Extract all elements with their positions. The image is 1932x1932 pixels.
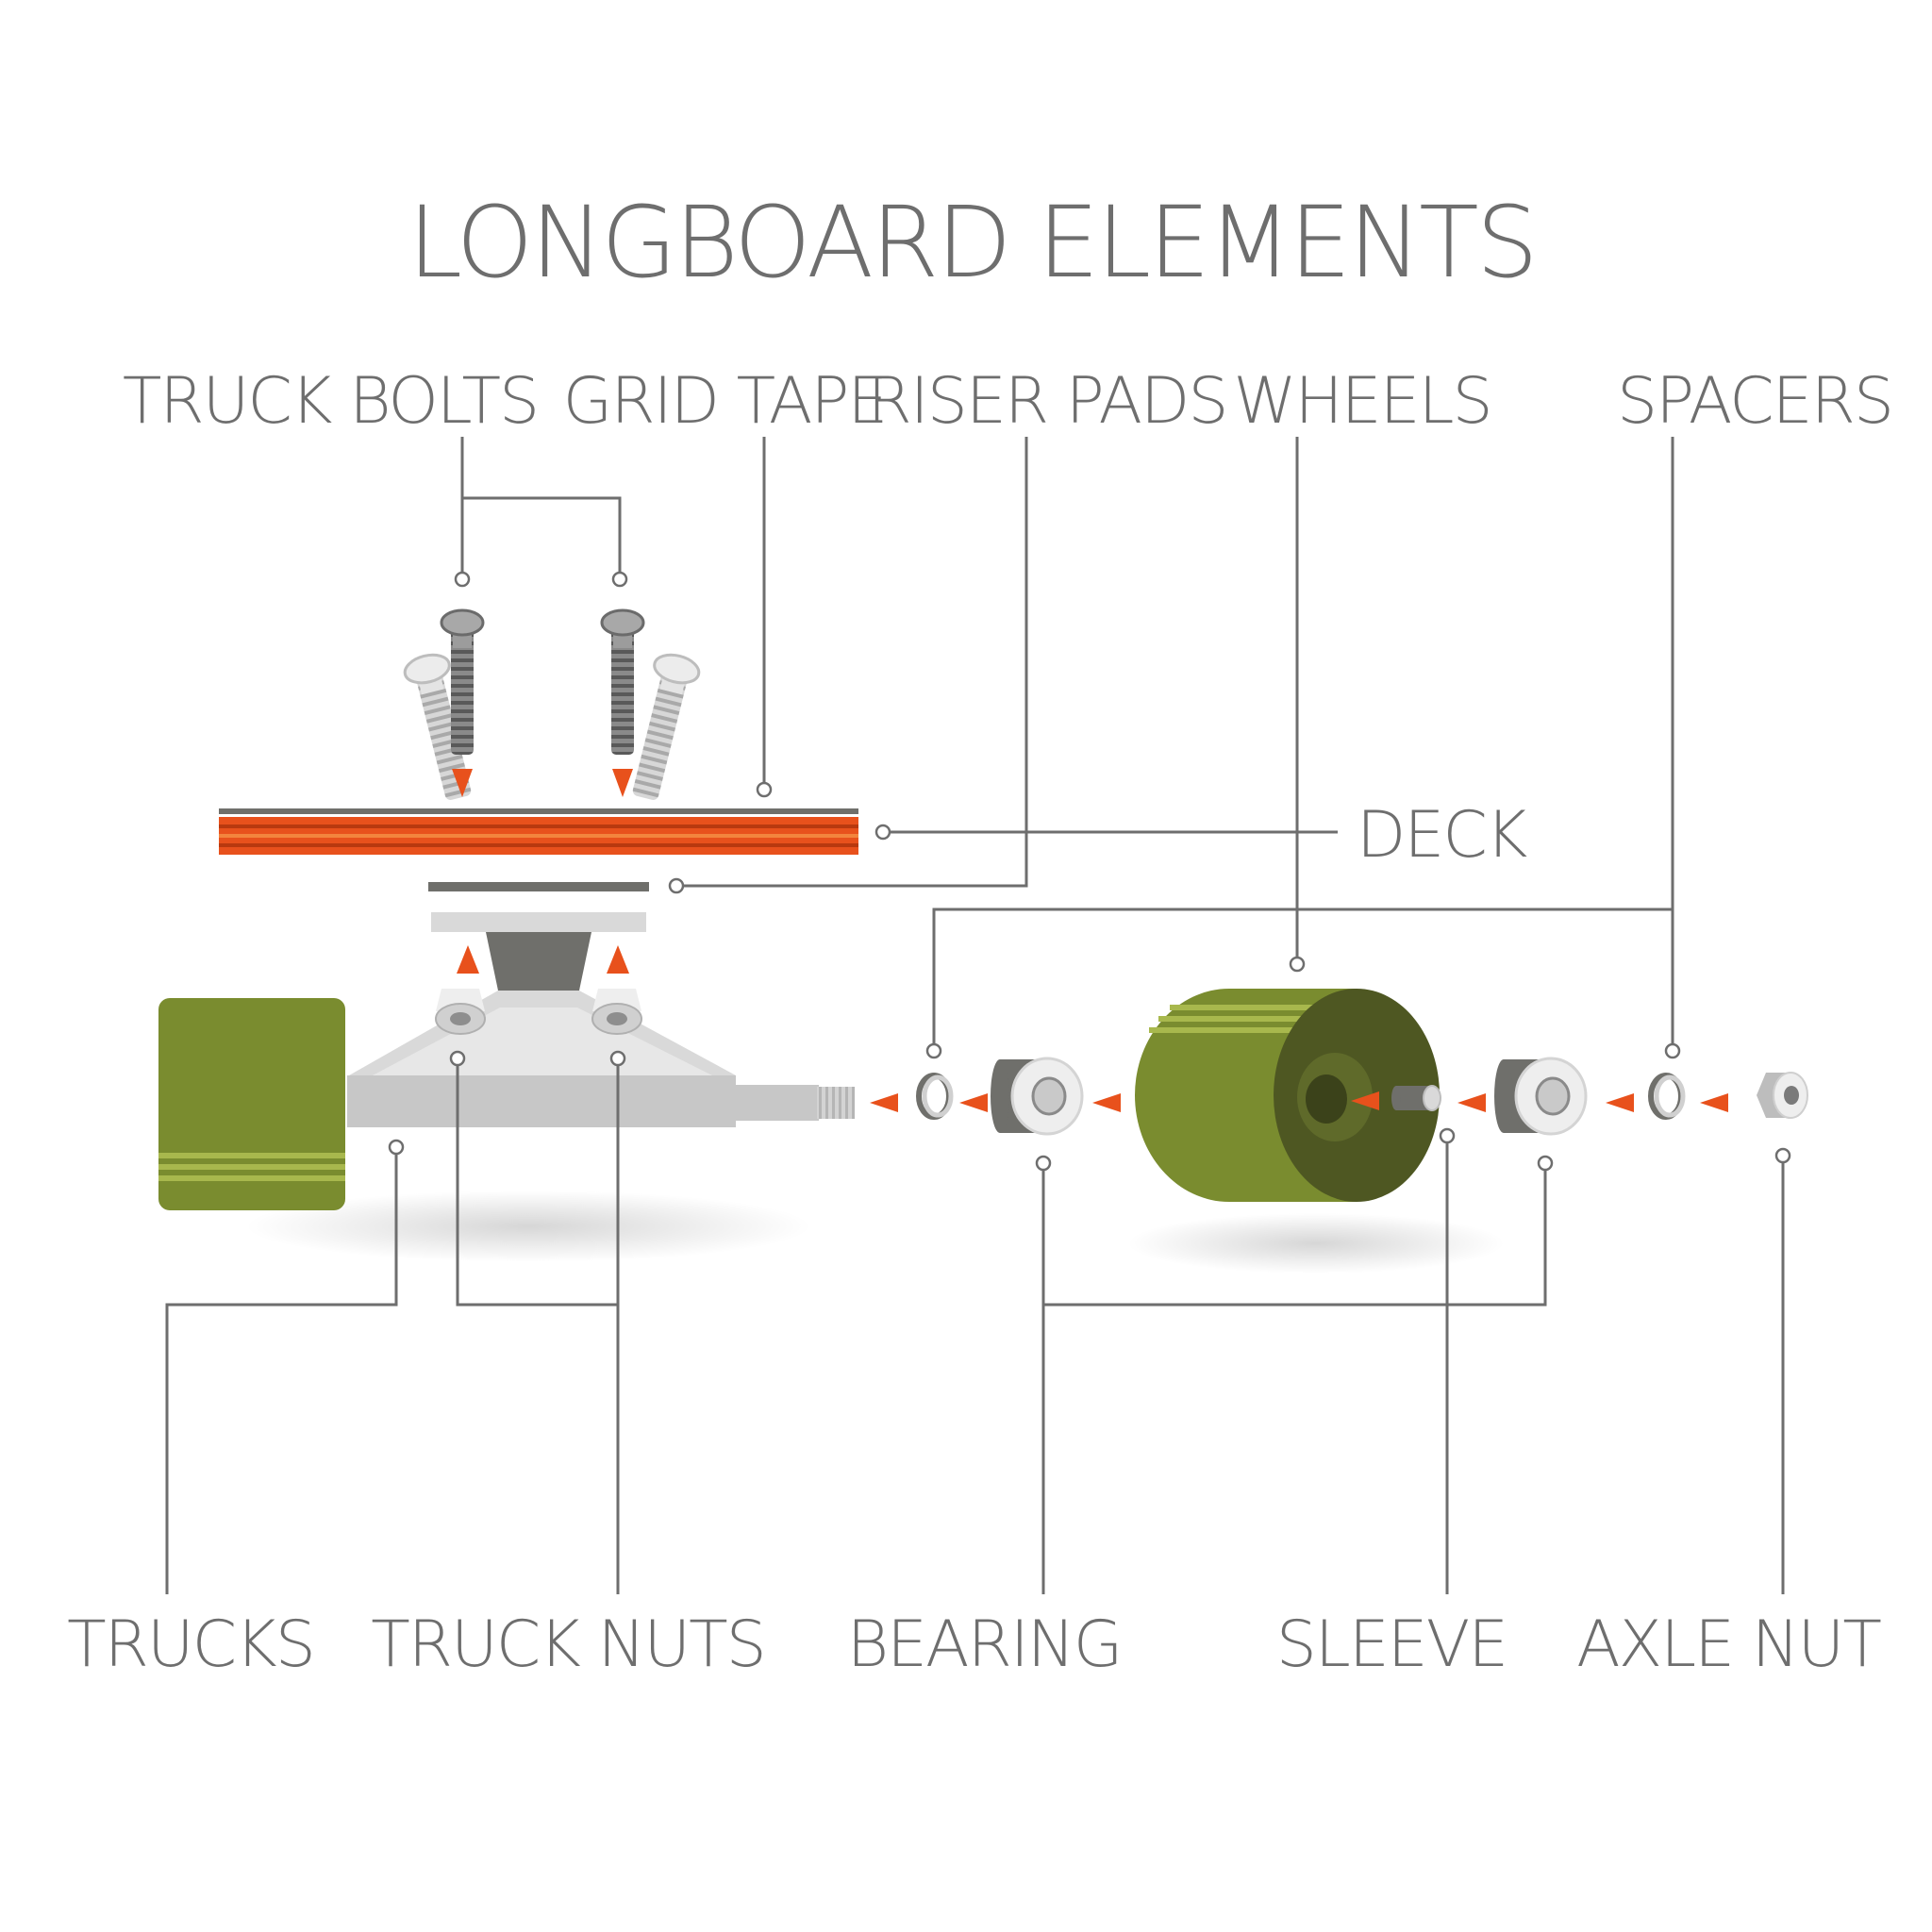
label-truck-bolts: TRUCK BOLTS [123, 364, 538, 439]
wheel-main [1135, 989, 1440, 1202]
truck-nut-left [435, 989, 486, 1035]
anchor-sleeve [1439, 1127, 1456, 1144]
anchor-truck-bolt-left [454, 571, 471, 588]
label-bearing: BEARING [847, 1607, 1122, 1682]
bolt-left-light [403, 653, 472, 800]
leader-spacers [932, 437, 1674, 1043]
anchor-truck-nut-left [449, 1050, 466, 1067]
label-deck: DECK [1357, 798, 1527, 873]
leader-truck-nuts [456, 1066, 620, 1594]
anchor-truck-bolt-right [611, 571, 628, 588]
anchor-riser-pads [668, 877, 685, 894]
axle-arrow-5 [1457, 1093, 1486, 1112]
kingpin-housing [486, 932, 591, 991]
axle-nut [1757, 1072, 1808, 1119]
axle-arrow-6 [1606, 1093, 1634, 1112]
riser-pad [428, 882, 649, 891]
axle-arrow-3 [1092, 1093, 1121, 1112]
bolt-right-light [632, 653, 701, 800]
spacer-left [916, 1073, 954, 1120]
spacer-right [1648, 1073, 1686, 1120]
label-axle-nut: AXLE NUT [1576, 1607, 1881, 1682]
truck-shadow [245, 1191, 811, 1262]
deck [219, 808, 858, 855]
truck-nut-right [591, 989, 642, 1035]
nut-arrow-left [457, 945, 479, 974]
anchor-axle-nut [1774, 1147, 1791, 1164]
bearing-left [991, 1057, 1084, 1136]
axle-arrow-4 [1351, 1091, 1379, 1110]
bolt-arrow-right [612, 769, 633, 797]
axle-arrow-2 [959, 1093, 988, 1112]
grip-tape [219, 808, 858, 814]
label-spacers: SPACERS [1617, 364, 1892, 439]
anchor-spacer-right [1664, 1042, 1681, 1059]
bolt-right-dark [600, 608, 645, 755]
truck-bolts [403, 608, 701, 800]
nut-arrow-right [607, 945, 629, 974]
truck-wheel-left [158, 998, 345, 1210]
label-truck-nuts: TRUCK NUTS [371, 1607, 765, 1682]
sleeve [1391, 1085, 1441, 1111]
bolt-left-dark [440, 608, 485, 755]
anchor-wheels [1289, 956, 1306, 973]
anchor-deck [874, 824, 891, 841]
axle-thread [817, 1087, 855, 1119]
leader-riser-pads [684, 437, 1028, 888]
anchor-trucks [388, 1139, 405, 1156]
anchor-spacer-left [925, 1042, 942, 1059]
bearing-right [1494, 1057, 1588, 1136]
label-riser-pads: RISER PADS [868, 364, 1227, 439]
page-title: LONGBOARD ELEMENTS [408, 185, 1535, 300]
anchor-bearing-right [1537, 1155, 1554, 1172]
bolt-arrow-left [452, 769, 473, 797]
leader-bearing [1041, 1171, 1547, 1594]
leader-truck-bolts [460, 437, 622, 572]
anchor-grid-tape [756, 781, 773, 798]
wheel-shadow [1127, 1213, 1505, 1274]
axle-arrow-1 [870, 1093, 898, 1112]
label-trucks: TRUCKS [67, 1607, 314, 1682]
anchor-bearing-left [1035, 1155, 1052, 1172]
anchor-truck-nut-right [609, 1050, 626, 1067]
axle-arrow-7 [1700, 1093, 1728, 1112]
label-wheels: WHEELS [1233, 364, 1491, 439]
leader-trucks [165, 1155, 398, 1594]
label-grid-tape: GRID TAPE [563, 364, 887, 439]
label-sleeve: SLEEVE [1276, 1607, 1507, 1682]
baseplate [431, 912, 646, 932]
